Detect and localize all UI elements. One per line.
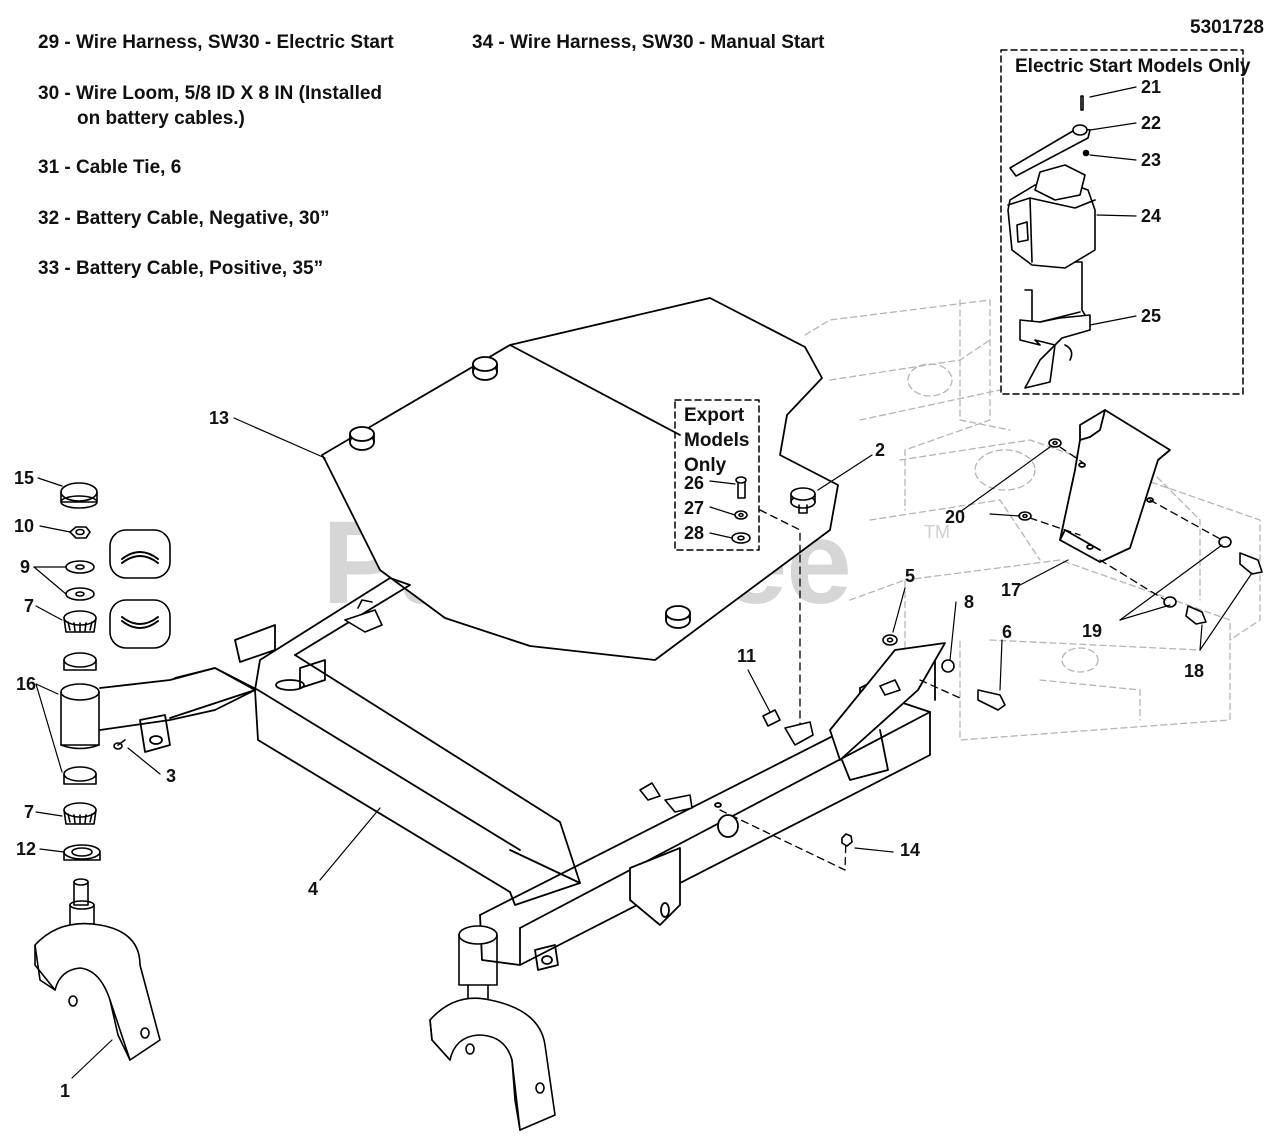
callout-7-upper: 7 xyxy=(24,596,35,616)
part-5-6-8 xyxy=(879,634,1006,711)
legend-item-30: 30 - Wire Loom, 5/8 ID X 8 IN (Installed xyxy=(38,83,383,104)
callout-3: 3 xyxy=(166,766,177,786)
drawing-number: 5301728 xyxy=(1190,17,1264,38)
export-box xyxy=(674,399,760,551)
callout-1: 1 xyxy=(60,1081,71,1101)
fasteners-17 xyxy=(1018,438,1263,625)
legend-item-34: 34 - Wire Harness, SW30 - Manual Start xyxy=(472,32,825,53)
race-profile-insets xyxy=(109,529,171,649)
export-box-title-2: Models xyxy=(684,430,750,451)
legend-item-30-cont: on battery cables.) xyxy=(77,108,245,129)
callout-12: 12 xyxy=(16,839,37,859)
part-13-cover xyxy=(321,297,839,661)
electric-parts xyxy=(1007,95,1096,389)
caster-right-assembly xyxy=(429,925,556,1131)
callout-5: 5 xyxy=(905,566,916,586)
callout-2: 2 xyxy=(875,440,886,460)
callout-9: 9 xyxy=(20,557,31,577)
legend-item-29: 29 - Wire Harness, SW30 - Electric Start xyxy=(38,32,394,53)
callout-21: 21 xyxy=(1141,77,1162,97)
callout-22: 22 xyxy=(1141,113,1162,133)
callout-10: 10 xyxy=(14,516,35,536)
part-14-nut xyxy=(841,833,853,847)
background-frame xyxy=(804,299,1261,741)
legend-item-32: 32 - Battery Cable, Negative, 30” xyxy=(38,208,330,229)
callout-27: 27 xyxy=(684,498,705,518)
part-2-knob xyxy=(790,487,816,514)
callout-28: 28 xyxy=(684,523,705,543)
callout-17: 17 xyxy=(1001,580,1022,600)
callout-6: 6 xyxy=(1002,622,1013,642)
electric-box xyxy=(1000,49,1244,395)
callout-18: 18 xyxy=(1184,661,1205,681)
callout-16: 16 xyxy=(16,674,37,694)
callout-7-lower: 7 xyxy=(24,802,35,822)
part-17-bracket xyxy=(1059,409,1171,563)
electric-start-box-title: Electric Start Models Only xyxy=(1015,56,1251,77)
legend-item-31: 31 - Cable Tie, 6 xyxy=(38,157,182,178)
callout-25: 25 xyxy=(1141,306,1162,326)
clip-left xyxy=(344,599,383,633)
watermark-tm: TM xyxy=(924,522,950,542)
callout-15: 15 xyxy=(14,468,35,488)
callout-19: 19 xyxy=(1082,621,1103,641)
callout-4: 4 xyxy=(308,879,319,899)
export-box-title-3: Only xyxy=(684,455,727,476)
callout-20: 20 xyxy=(945,507,966,527)
part-4-frame xyxy=(99,577,946,971)
export-parts xyxy=(731,476,751,544)
legend-item-33: 33 - Battery Cable, Positive, 35” xyxy=(38,258,324,279)
callout-26: 26 xyxy=(684,473,705,493)
part-11-clips xyxy=(639,709,814,813)
callout-14: 14 xyxy=(900,840,921,860)
callout-13: 13 xyxy=(209,408,230,428)
callout-23: 23 xyxy=(1141,150,1162,170)
callout-24: 24 xyxy=(1141,206,1162,226)
caster-left-assembly xyxy=(34,482,161,1061)
leader-lines xyxy=(33,86,1253,1079)
export-box-title-1: Export xyxy=(684,405,745,426)
callout-11: 11 xyxy=(737,646,757,666)
callout-8: 8 xyxy=(964,592,975,612)
dashed-guides xyxy=(719,446,1223,871)
